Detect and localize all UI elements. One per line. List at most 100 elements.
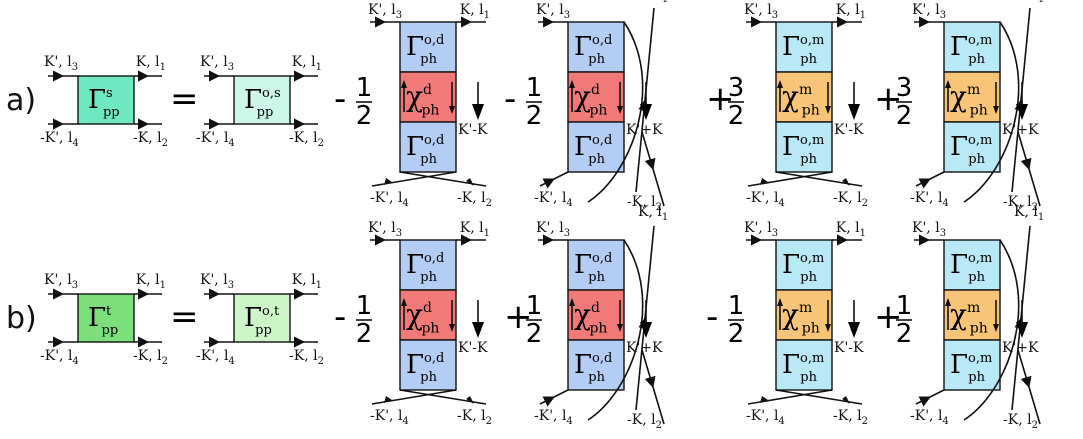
term-coefficient: +12 (874, 291, 912, 349)
label-bottom-right: -K, l2 (133, 130, 168, 149)
numerator: 1 (356, 291, 373, 321)
label-bottom-left: -K', l4 (196, 130, 235, 149)
label-top-right: K, l1 (292, 272, 322, 291)
denominator: 2 (526, 101, 543, 131)
internal-right-head (825, 324, 831, 332)
row-label: a) (6, 83, 36, 118)
label-top-right: K, l1 (136, 54, 166, 73)
label-bottom-right: -K, l2 (627, 194, 662, 213)
denominator: 2 (356, 319, 373, 349)
label-top-left: K', l3 (368, 2, 402, 21)
denominator: 2 (728, 101, 745, 131)
gamma-bottom-box (775, 121, 833, 173)
gamma-top-box (567, 239, 625, 291)
label-top-left: K', l3 (912, 2, 946, 21)
denominator: 2 (356, 101, 373, 131)
gamma-bottom-box (399, 121, 457, 173)
term-coefficient: +32 (874, 73, 912, 131)
leg-in-bottom (915, 389, 945, 407)
label-bottom-left: -K', l4 (40, 130, 79, 149)
internal-left-head (945, 298, 951, 306)
cross-head-a (384, 178, 392, 185)
gamma-top-box (775, 21, 833, 73)
chi-box (943, 71, 1001, 123)
label-top-right: K, l1 (1014, 204, 1044, 223)
leg-in-bottom (539, 171, 569, 189)
label-top-right: K, l1 (460, 2, 490, 21)
gamma-top-box (775, 239, 833, 291)
term-coefficient: -12 (334, 291, 372, 349)
crossed-leg-up (635, 7, 655, 193)
term-coefficient: -12 (706, 291, 744, 349)
sign: - (334, 79, 346, 119)
sign: - (334, 297, 346, 337)
crossed-leg-curve (963, 239, 1020, 421)
internal-right-head (993, 324, 999, 332)
label-top-left: K', l3 (536, 220, 570, 239)
gamma-bottom-box (943, 339, 1001, 391)
chi-box (399, 289, 457, 341)
label-top-left: K', l3 (912, 220, 946, 239)
internal-right-head (617, 106, 623, 114)
label-bottom-right: -K, l2 (457, 408, 492, 427)
label-bottom-left: -K', l4 (746, 190, 785, 209)
internal-left-head (401, 80, 407, 88)
term-coefficient: +32 (706, 73, 744, 131)
transfer-label: K'+K (626, 340, 663, 356)
gamma-top-box (943, 21, 1001, 73)
leg-in-bottom (915, 171, 945, 189)
denominator: 2 (896, 319, 913, 349)
line-arrow (641, 349, 665, 425)
vertex-box (233, 75, 291, 125)
transfer-label: K'-K (834, 122, 864, 138)
term-coefficient: +12 (504, 291, 542, 349)
label-bottom-right: -K, l2 (1003, 194, 1038, 213)
internal-left-head (777, 298, 783, 306)
transfer-label: K'-K (458, 122, 488, 138)
sign: - (706, 297, 718, 337)
numerator: 1 (526, 73, 543, 103)
gamma-bottom-box (943, 121, 1001, 173)
leg-out-bottom (1017, 349, 1041, 425)
transfer-arrow-head (472, 322, 484, 338)
cross-head-b (466, 396, 474, 404)
label-top-left: K', l3 (536, 2, 570, 21)
label-top-left: K', l3 (744, 220, 778, 239)
transfer-label: K'+K (1002, 340, 1039, 356)
gamma-bottom-box (567, 339, 625, 391)
label-top-left: K', l3 (44, 272, 78, 291)
gamma-bottom-box (399, 339, 457, 391)
label-bottom-right: -K, l2 (833, 190, 868, 209)
cross-head-a (384, 396, 392, 403)
transfer-arrow-head (640, 104, 652, 120)
gamma-bottom-box (567, 121, 625, 173)
crossed-leg-up (1011, 7, 1031, 193)
label-bottom-left: -K', l4 (910, 408, 949, 427)
crossed-leg-curve (587, 239, 644, 421)
internal-right-head (825, 106, 831, 114)
label-top-right: K, l1 (638, 0, 668, 5)
internal-left-head (569, 298, 575, 306)
numerator: 1 (356, 73, 373, 103)
chi-box (943, 289, 1001, 341)
line-arrow (635, 225, 655, 411)
sign: + (874, 79, 903, 119)
internal-left-head (945, 80, 951, 88)
